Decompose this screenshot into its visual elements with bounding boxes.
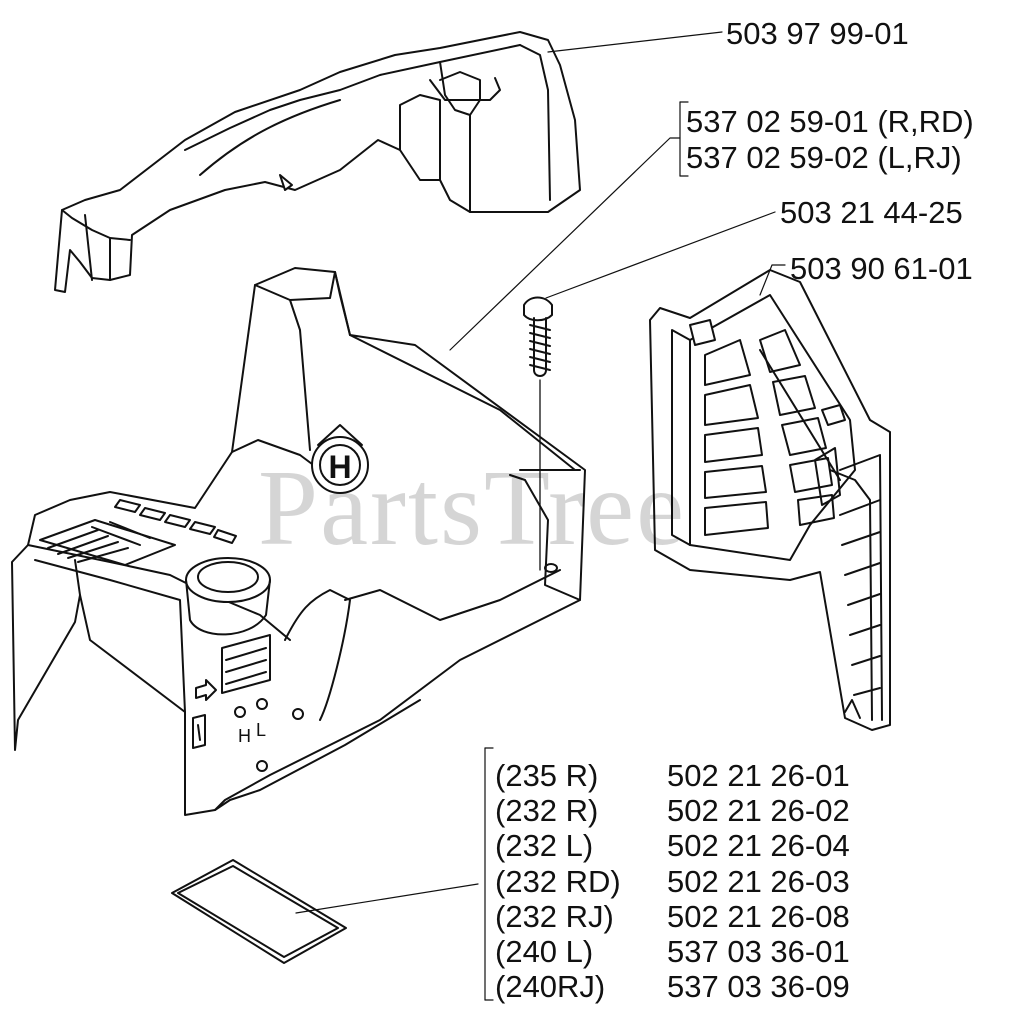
model-cell: (232 RJ) [495,899,614,934]
part-cell: 502 21 26-03 [667,864,850,899]
table-row: (235 R) 502 21 26-01 [495,760,850,791]
part-cell: 537 03 36-01 [667,934,850,969]
table-row: (232 R) 502 21 26-02 [495,795,850,826]
model-cell: (235 R) [495,758,599,793]
model-cell: (232 L) [495,828,594,863]
marking-l: L [256,720,266,740]
label-screw: 503 21 44-25 [780,195,963,230]
part-cell: 502 21 26-08 [667,899,850,934]
air-grille-part [649,269,891,731]
label-air-grille: 503 90 61-01 [790,251,973,286]
part-cell: 502 21 26-04 [667,828,850,863]
part-cell: 502 21 26-01 [667,758,850,793]
top-cover-part [54,31,581,293]
model-cell: (232 RD) [495,864,621,899]
logo-letter: H [328,449,351,485]
table-row: (232 RD) 502 21 26-03 [495,866,850,897]
intake-ring [185,557,271,636]
logo-badge [311,424,369,494]
screw-part [523,296,553,571]
part-cell: 502 21 26-02 [667,793,850,828]
model-cell: (240RJ) [495,969,606,1004]
grille-slats [704,329,841,536]
label-cylinder-cover-l: 537 02 59-02 (L,RJ) [686,140,962,175]
part-cell: 537 03 36-09 [667,969,850,1004]
table-row: (240 L) 537 03 36-01 [495,936,850,967]
model-cell: (232 R) [495,793,599,828]
cover-louver-slots [39,499,237,566]
table-row: (232 RJ) 502 21 26-08 [495,901,850,932]
table-row: (240RJ) 537 03 36-09 [495,971,850,1002]
model-cell: (240 L) [495,934,594,969]
marking-h: H [238,726,251,746]
cylinder-cover-part [11,267,586,816]
decal-part [171,859,347,964]
label-top-cover: 503 97 99-01 [726,16,909,51]
label-cylinder-cover-r: 537 02 59-01 (R,RD) [686,104,974,139]
table-row: (232 L) 502 21 26-04 [495,830,850,861]
watermark: PartsTree [258,449,687,568]
leader-lines [295,31,786,1001]
